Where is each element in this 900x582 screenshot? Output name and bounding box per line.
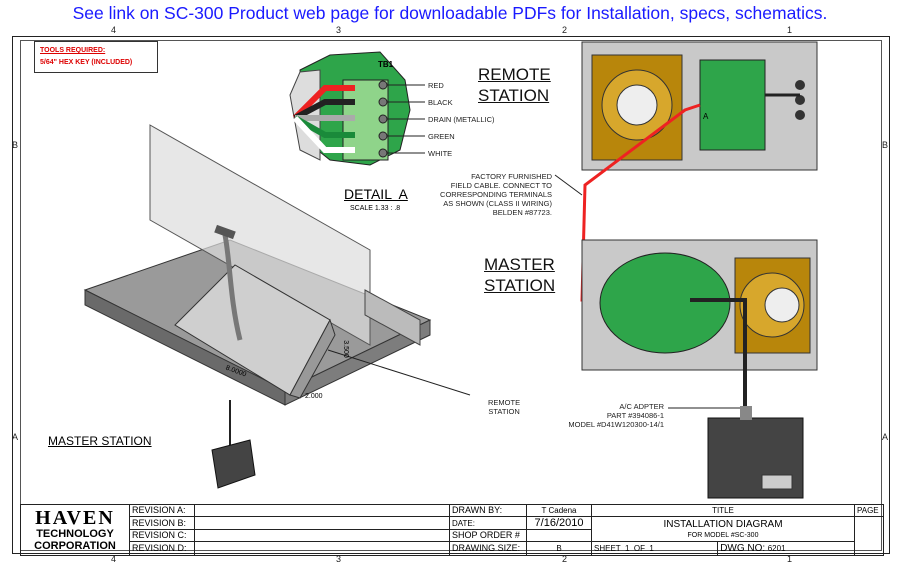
zone-col-4: 4 (111, 25, 117, 35)
revision-c-label: REVISION C: (129, 529, 195, 542)
zone-col-2-bottom: 2 (562, 554, 568, 564)
zone-col-1: 1 (787, 25, 793, 35)
sheet-number: SHEET 1 OF 1 (590, 541, 719, 556)
detail-a-graphic (289, 51, 425, 166)
zone-col-4-bottom: 4 (111, 554, 117, 564)
master-station-label: MASTER STATION (48, 434, 152, 448)
date-label: DATE: (449, 516, 527, 530)
detail-a-title: DETAIL A (344, 186, 408, 202)
remote-station-panel (580, 41, 818, 302)
revision-a-value (194, 504, 450, 517)
pdf-link-banner[interactable]: See link on SC-300 Product web page for … (72, 3, 828, 23)
master-station-3d (83, 124, 471, 489)
wire-white: WHITE (428, 149, 453, 158)
tb1-label: TB1 (378, 60, 394, 69)
tools-item: 5/64" HEX KEY (INCLUDED) (40, 59, 133, 66)
dwg-no: DWG NO: 6201 (717, 541, 855, 556)
page-label: PAGE (854, 504, 884, 517)
revision-d-label: REVISION D: (129, 541, 195, 556)
zone-row-a: A (12, 432, 19, 442)
title-label: TITLE (591, 504, 855, 517)
zone-row-b-right: B (882, 140, 889, 150)
tools-title: TOOLS REQUIRED: (40, 47, 106, 54)
revision-b-label: REVISION B: (129, 516, 195, 530)
wire-drain: DRAIN (METALLIC) (428, 115, 495, 124)
drawing-size-value: B (526, 541, 592, 556)
zone-row-a-right: A (882, 432, 889, 442)
wire-green: GREEN (428, 132, 455, 141)
drawing-size-label: DRAWING SIZE: (449, 541, 527, 556)
zone-col-3-bottom: 3 (336, 554, 342, 564)
drawn-by-value: T Cadena (526, 504, 592, 517)
zone-row-b: B (12, 140, 19, 150)
detail-a-scale: SCALE 1.33 : .8 (350, 205, 401, 212)
wire-red: RED (428, 81, 444, 90)
shop-order-value (526, 529, 592, 542)
zone-col-3: 3 (336, 25, 342, 35)
master-station-panel (581, 239, 818, 499)
wire-black: BLACK (428, 98, 453, 107)
detail-a-reference: A (703, 112, 709, 121)
date-value: 7/16/2010 (526, 516, 592, 530)
revision-a-label: REVISION A: (129, 504, 195, 517)
zone-col-2: 2 (562, 25, 568, 35)
title-block: HAVEN TECHNOLOGY CORPORATION REVISION A:… (20, 504, 884, 556)
zone-col-1-bottom: 1 (787, 554, 793, 564)
tools-required-box: TOOLS REQUIRED: 5/64" HEX KEY (INCLUDED) (34, 41, 158, 73)
dim-depth: 2.000 (305, 393, 323, 400)
drawn-by-label: DRAWN BY: (449, 504, 527, 517)
company-logo: HAVEN TECHNOLOGY CORPORATION (20, 504, 130, 556)
dim-height: 3.500 (341, 340, 349, 358)
shop-order-label: SHOP ORDER # (449, 529, 527, 542)
